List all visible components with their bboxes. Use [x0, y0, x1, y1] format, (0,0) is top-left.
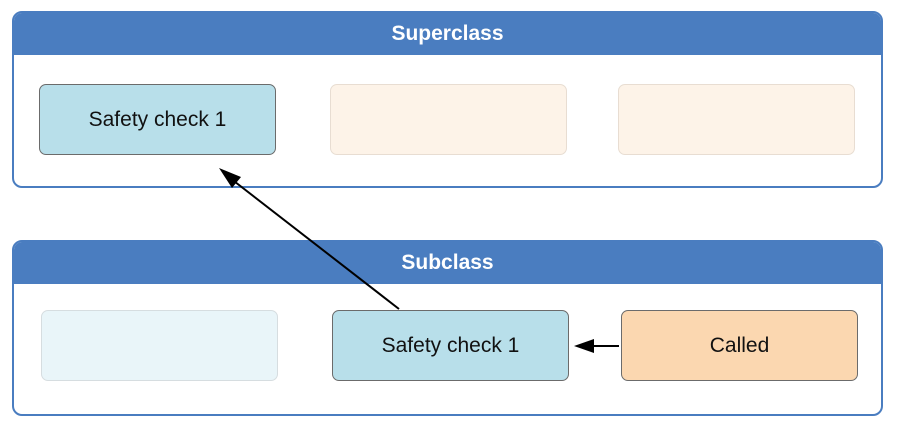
superclass-safety-check-1-box: Safety check 1 — [39, 84, 276, 155]
superclass-faded-box-2 — [330, 84, 567, 155]
superclass-title: Superclass — [14, 13, 881, 55]
subclass-called-box: Called — [621, 310, 858, 381]
subclass-title: Subclass — [14, 242, 881, 284]
subclass-faded-box-1 — [41, 310, 278, 381]
subclass-safety-check-1-box: Safety check 1 — [332, 310, 569, 381]
superclass-faded-box-3 — [618, 84, 855, 155]
